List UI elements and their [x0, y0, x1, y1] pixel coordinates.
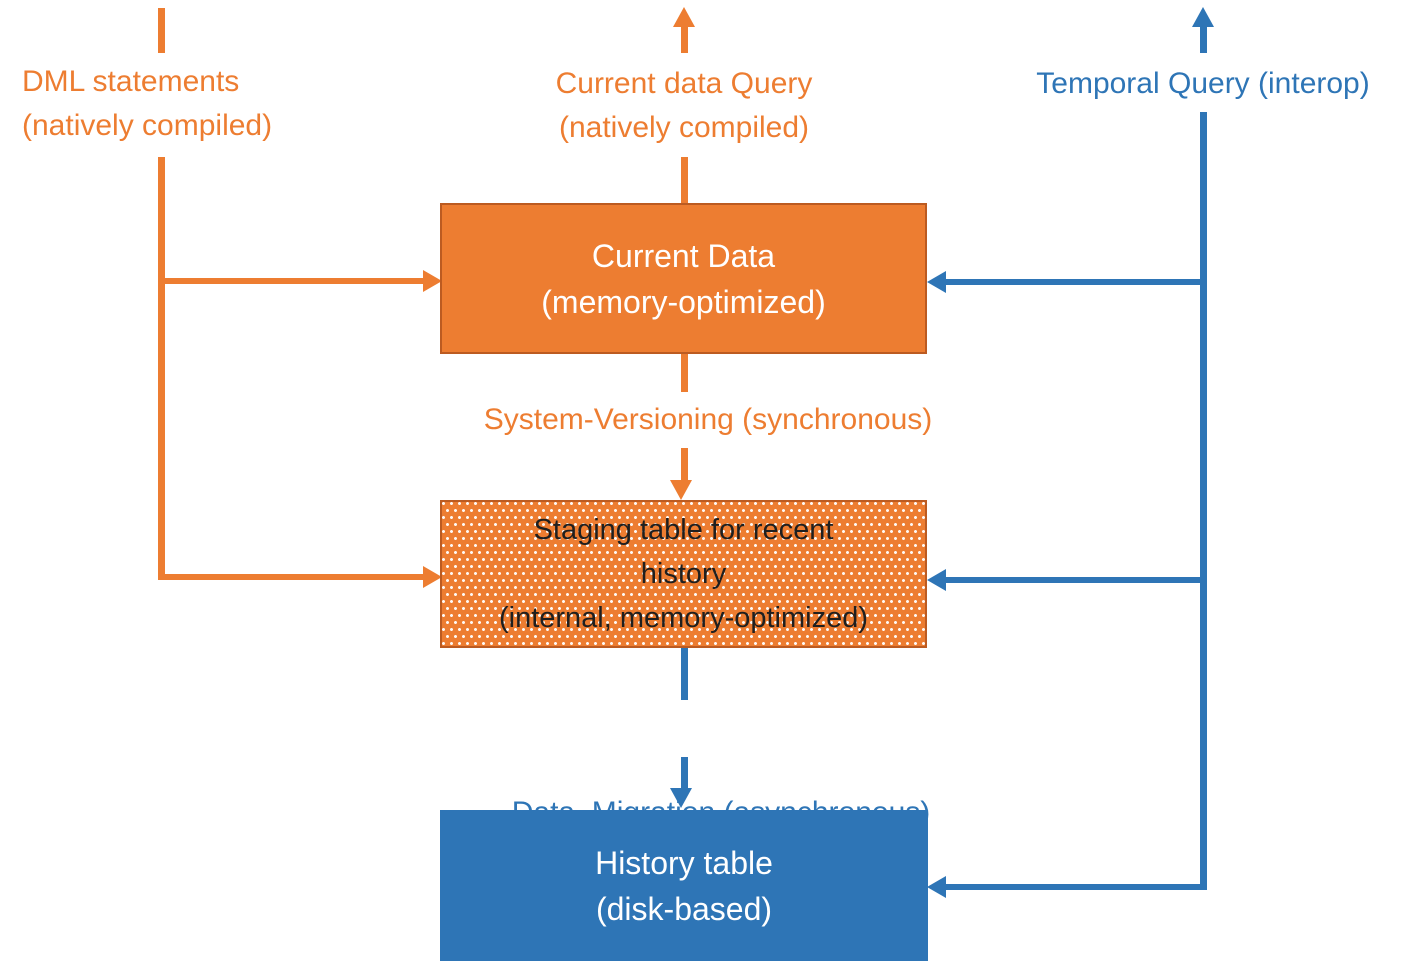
- temporal-branch-to-history-line: [945, 884, 1207, 890]
- current-data-box-line1: Current Data: [591, 237, 776, 274]
- system-versioning-label: System-Versioning (synchronous): [448, 398, 968, 442]
- current-data-box: Current Data (memory-optimized): [440, 203, 927, 354]
- temporal-branch-to-current-line: [945, 279, 1201, 285]
- data-migration-arrowhead-down-icon: [670, 788, 692, 808]
- temporal-branch-to-history-arrowhead-icon: [927, 876, 946, 898]
- dml-statements-label-line2: (natively compiled): [22, 109, 273, 142]
- system-versioning-label-text: System-Versioning (synchronous): [483, 403, 933, 436]
- current-query-shaft-top: [681, 26, 688, 53]
- dml-statements-label: DML statements (natively compiled): [22, 60, 272, 148]
- temporal-query-arrowhead-up-icon: [1192, 7, 1214, 27]
- temporal-branch-to-staging-arrowhead-icon: [927, 569, 946, 591]
- temporal-branch-to-current-arrowhead-icon: [927, 271, 946, 293]
- dml-branch-to-current-line: [161, 278, 423, 284]
- dml-branch-to-staging-arrowhead-icon: [423, 566, 442, 588]
- dml-branch-to-current-arrowhead-icon: [423, 270, 442, 292]
- data-migration-shaft-top: [681, 648, 688, 700]
- dml-statements-label-line1: DML statements: [22, 65, 240, 98]
- history-table-box: History table (disk-based): [440, 810, 928, 961]
- temporal-query-shaft-top: [1200, 26, 1207, 53]
- data-migration-shaft-bottom: [681, 757, 688, 790]
- temporal-branch-to-staging-line: [945, 577, 1201, 583]
- temporal-query-main-vertical: [1200, 112, 1207, 890]
- current-data-box-line2: (memory-optimized): [541, 283, 826, 320]
- current-data-query-label-line2: (natively compiled): [558, 111, 810, 144]
- dml-line-main-vertical: [158, 157, 165, 580]
- staging-table-box-line2: history: [640, 558, 727, 590]
- history-table-box-line1: History table: [595, 844, 773, 881]
- system-versioning-arrowhead-down-icon: [670, 480, 692, 500]
- history-table-box-line2: (disk-based): [595, 890, 773, 927]
- current-query-arrowhead-up-icon: [673, 7, 695, 27]
- staging-table-box: Staging table for recent history (intern…: [440, 500, 927, 648]
- system-versioning-shaft-top: [681, 354, 688, 392]
- current-query-shaft-lower: [681, 157, 688, 204]
- staging-table-box-line3: (internal, memory-optimized): [498, 602, 869, 634]
- temporal-query-label: Temporal Query (interop): [993, 62, 1413, 106]
- system-versioning-shaft-bottom: [681, 448, 688, 482]
- staging-table-box-line1: Staging table for recent: [533, 514, 834, 546]
- current-data-query-label-line1: Current data Query: [555, 67, 813, 100]
- temporal-query-label-text: Temporal Query (interop): [1036, 67, 1370, 100]
- current-data-query-label: Current data Query (natively compiled): [484, 62, 884, 150]
- dml-branch-to-staging-line: [161, 574, 423, 580]
- dml-line-top-segment: [158, 8, 165, 53]
